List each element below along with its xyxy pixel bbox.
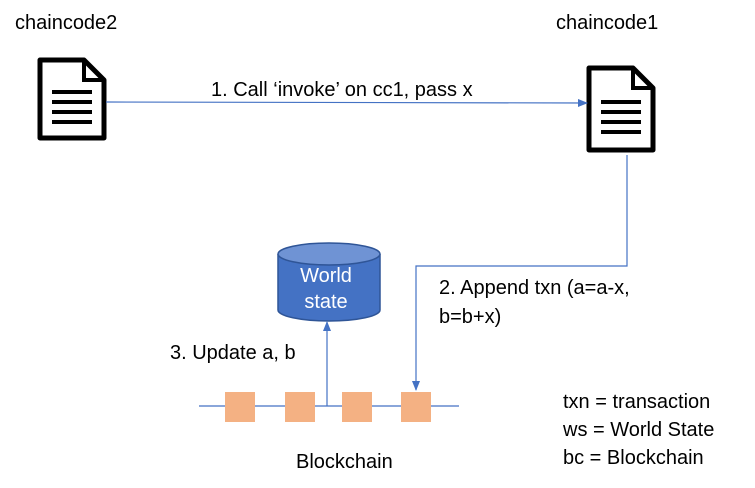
blockchain-label: Blockchain <box>296 451 393 473</box>
chaincode1-label: chaincode1 <box>556 12 659 34</box>
world-state-label-line1: World <box>300 265 352 287</box>
call-invoke-label: 1. Call ‘invoke’ on cc1, pass x <box>211 79 473 101</box>
block <box>285 392 315 422</box>
world-state-database-icon <box>277 242 381 322</box>
legend-item-bc: bc = Blockchain <box>563 447 704 469</box>
block <box>401 392 431 422</box>
update-label: 3. Update a, b <box>170 342 296 364</box>
block <box>342 392 372 422</box>
chaincode2-label: chaincode2 <box>15 12 118 34</box>
legend: txn = transaction ws = World State bc = … <box>563 390 714 470</box>
call-invoke-arrow <box>105 98 588 107</box>
append-txn-arrow <box>412 155 628 391</box>
chaincode2-document-icon <box>37 57 107 141</box>
chaincode1-document-icon <box>586 65 656 153</box>
append-txn-label-line1: 2. Append txn (a=a-x, <box>439 277 630 299</box>
legend-item-ws: ws = World State <box>563 419 715 441</box>
block <box>225 392 255 422</box>
legend-item-txn: txn = transaction <box>563 391 711 413</box>
append-txn-label-line2: b=b+x) <box>439 306 502 328</box>
world-state-label-line2: state <box>304 291 348 313</box>
